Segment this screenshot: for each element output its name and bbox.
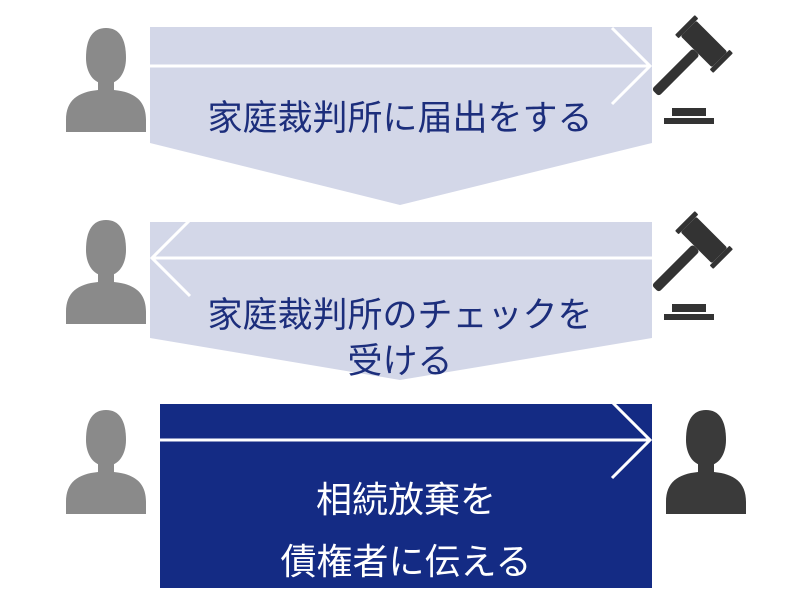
- step-2-label-line: 受ける: [347, 342, 453, 382]
- person-icon: [66, 410, 146, 514]
- step-3-label-line: 相続放棄を: [315, 480, 496, 521]
- step-2-label: 家庭裁判所のチェックを 受ける: [150, 293, 650, 385]
- step-1-band: [150, 27, 652, 205]
- step-2-arrow-head: [149, 218, 192, 298]
- step-1: [150, 26, 653, 205]
- person-icon: [666, 410, 746, 514]
- step-3-label: 相続放棄を 債権者に伝える: [160, 470, 652, 594]
- step-3-arrow: [160, 400, 653, 480]
- step-3-arrow-head: [610, 400, 653, 480]
- step-1-arrow-head: [610, 26, 653, 106]
- step-2-arrow: [149, 218, 652, 298]
- step-2: [149, 218, 652, 380]
- person-icon: [66, 28, 146, 132]
- step-2-band: [150, 222, 652, 380]
- step-3-band: [160, 404, 652, 588]
- person-icon: [66, 220, 146, 324]
- step-1-label: 家庭裁判所に届出をする: [150, 94, 650, 144]
- step-1-label-line: 家庭裁判所に届出をする: [207, 99, 593, 139]
- step-2-label-line: 家庭裁判所のチェックを: [207, 296, 593, 336]
- step-1-arrow: [150, 26, 653, 106]
- step-3-label-line: 債権者に伝える: [280, 542, 532, 583]
- step-3: [160, 400, 653, 588]
